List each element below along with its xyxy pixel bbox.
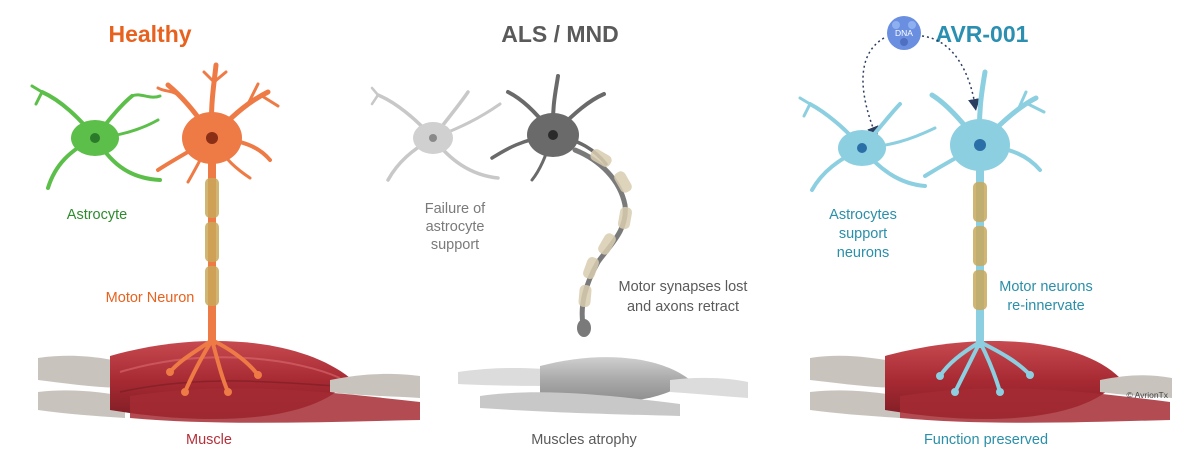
healthy-motor-neuron (156, 62, 280, 396)
als-neuron-label-line-2: and axons retract (627, 299, 739, 315)
arrow-to-astrocyte (862, 37, 885, 139)
virus-label: DNA (895, 28, 913, 38)
als-title: ALS / MND (501, 21, 619, 47)
avr-astrocyte-label-line-3: neurons (837, 245, 889, 261)
avr-muscle-label: Function preserved (924, 432, 1048, 448)
arrow-to-neuron (921, 35, 980, 111)
healthy-panel: Healthy (30, 21, 420, 448)
healthy-motor-neuron-label: Motor Neuron (106, 290, 195, 306)
healthy-astrocyte (30, 84, 162, 190)
avr-neuron-label-line-1: Motor neurons (999, 279, 1093, 295)
healthy-astrocyte-label: Astrocyte (67, 207, 127, 223)
avr-title: AVR-001 (936, 21, 1029, 47)
virus-icon: DNA (887, 16, 921, 50)
avr-neuron-label-line-2: re-innervate (1007, 298, 1084, 314)
als-neuron-label-line-1: Motor synapses lost (619, 279, 748, 295)
als-panel: ALS / MND (370, 21, 748, 448)
als-astrocyte (370, 86, 502, 182)
avr-motor-neuron (923, 69, 1046, 396)
avr-astrocyte-label-line-2: support (839, 226, 887, 242)
als-astrocyte-label-line-1: Failure of (425, 201, 486, 217)
als-motor-neuron (490, 74, 633, 337)
avr-astrocyte-label-line-1: Astrocytes (829, 207, 897, 223)
healthy-muscle (38, 340, 420, 423)
avr-panel: AVR-001 DNA (798, 16, 1172, 448)
als-astrocyte-label-line-2: astrocyte (426, 219, 485, 235)
avr-astrocyte (798, 96, 937, 192)
als-muscle (458, 357, 748, 416)
avr-muscle (810, 340, 1172, 423)
als-astrocyte-label-line-3: support (431, 237, 479, 253)
copyright-notice: © AvrionTx (1126, 390, 1168, 400)
als-muscle-label: Muscles atrophy (531, 432, 637, 448)
healthy-muscle-label: Muscle (186, 432, 232, 448)
healthy-title: Healthy (108, 21, 191, 47)
